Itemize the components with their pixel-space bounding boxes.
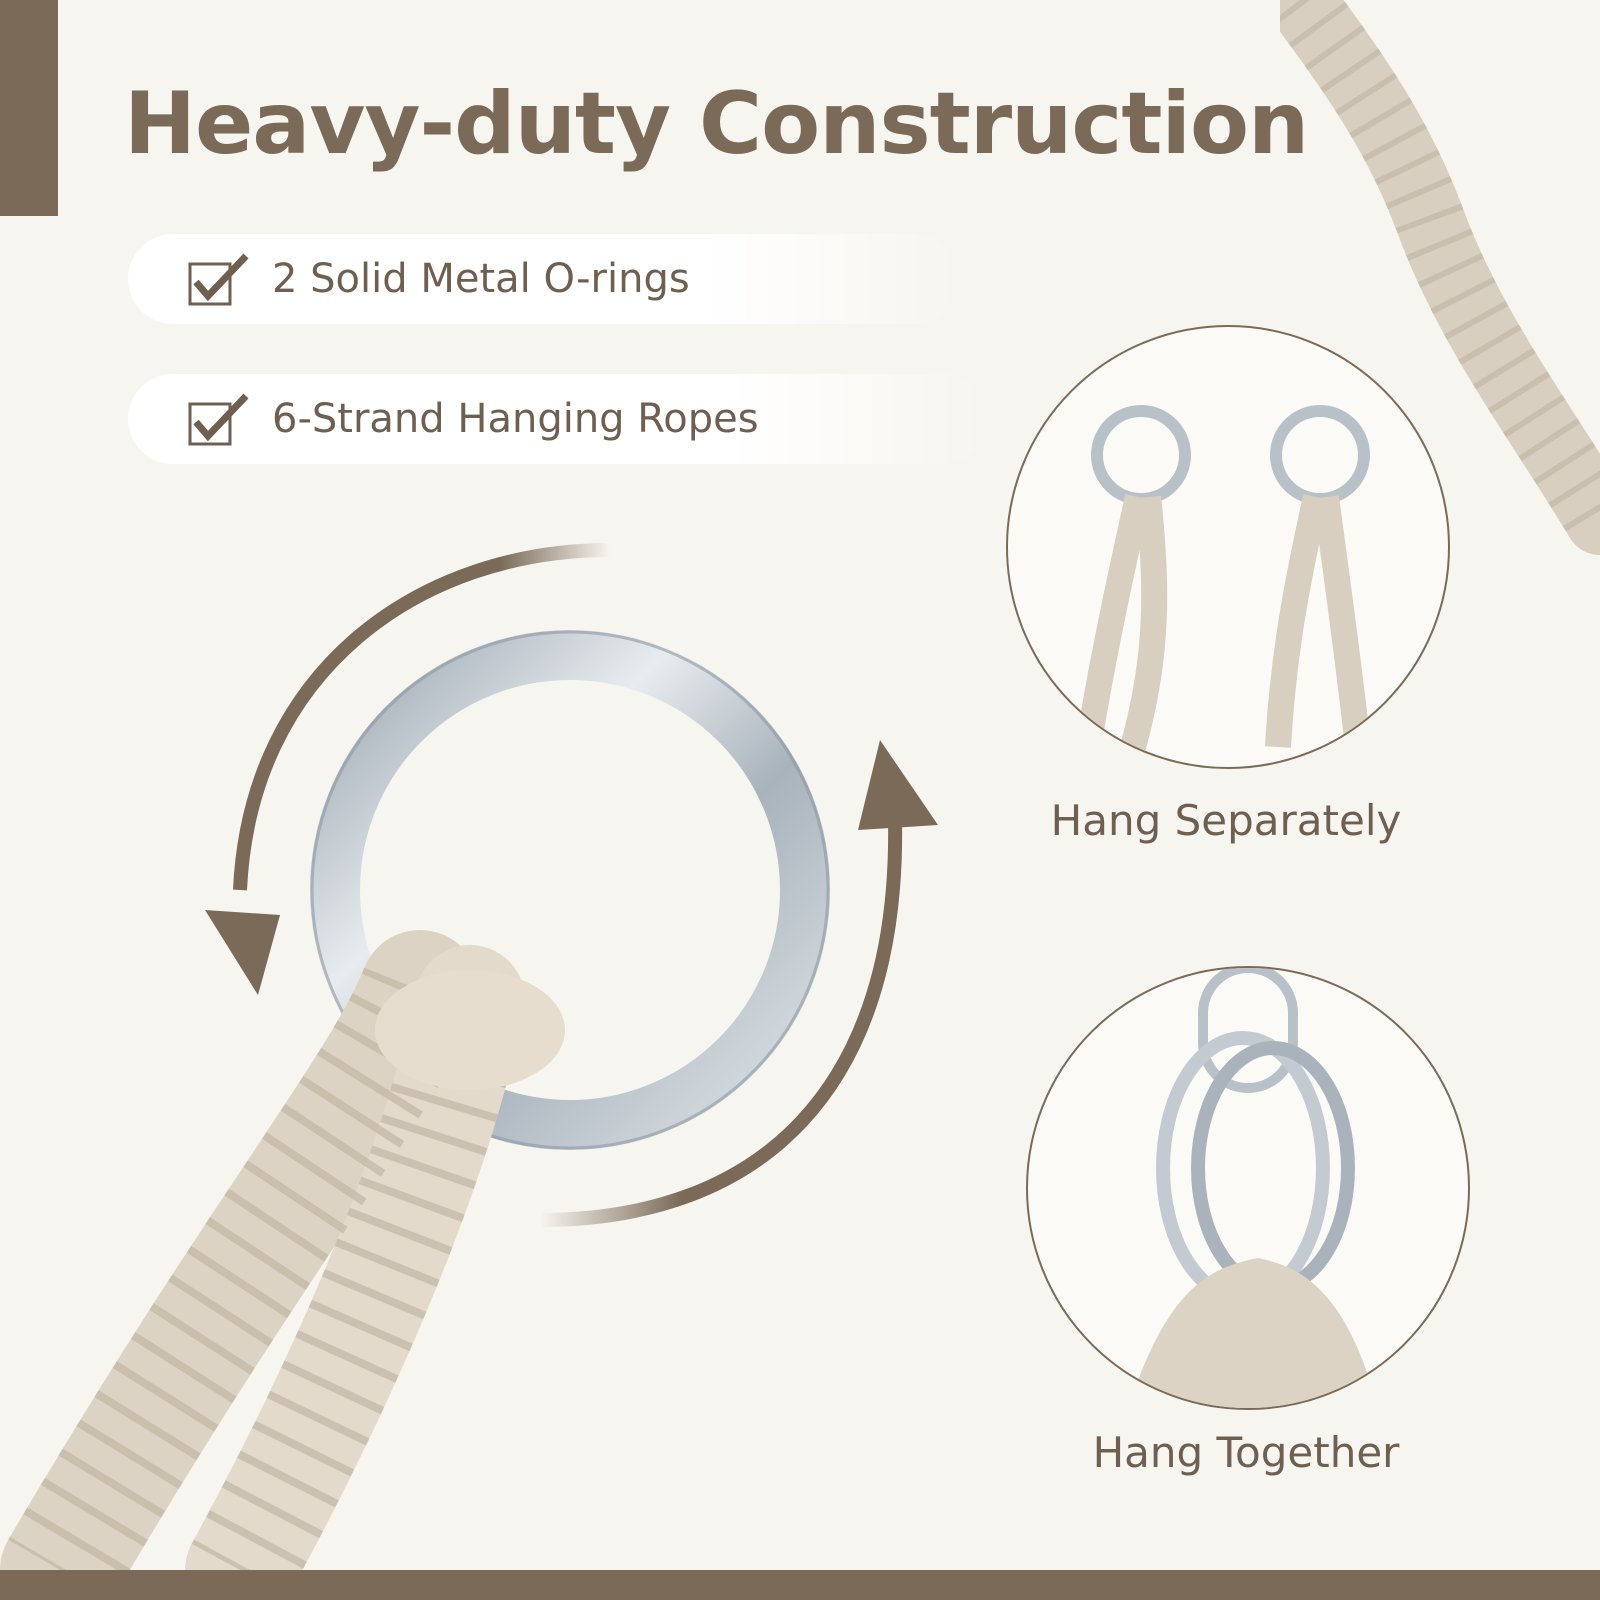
o-ring-illustration	[0, 543, 938, 1570]
arrow-up-icon	[858, 740, 938, 830]
checkbox-icon	[188, 253, 249, 306]
accent-bar	[0, 0, 58, 216]
feature-item-o-rings: 2 Solid Metal O-rings	[128, 234, 958, 324]
rope-illustration	[1280, 0, 1600, 555]
hang-together-image	[1026, 966, 1470, 1410]
feature-label: 2 Solid Metal O-rings	[272, 256, 690, 302]
feature-label: 6-Strand Hanging Ropes	[272, 396, 759, 442]
checkbox-icon	[188, 393, 249, 446]
caption-hang-separately: Hang Separately	[1050, 796, 1402, 845]
o-rings-separate-illustration	[1075, 405, 1371, 751]
arrow-down-icon	[205, 910, 280, 995]
hang-separately-image	[1006, 325, 1450, 769]
bottom-bar	[0, 1570, 1600, 1600]
feature-item-ropes: 6-Strand Hanging Ropes	[128, 374, 988, 464]
caption-hang-together: Hang Together	[1092, 1428, 1400, 1477]
o-rings-together-illustration	[1128, 968, 1378, 1408]
page-title: Heavy-duty Construction	[124, 74, 1309, 174]
